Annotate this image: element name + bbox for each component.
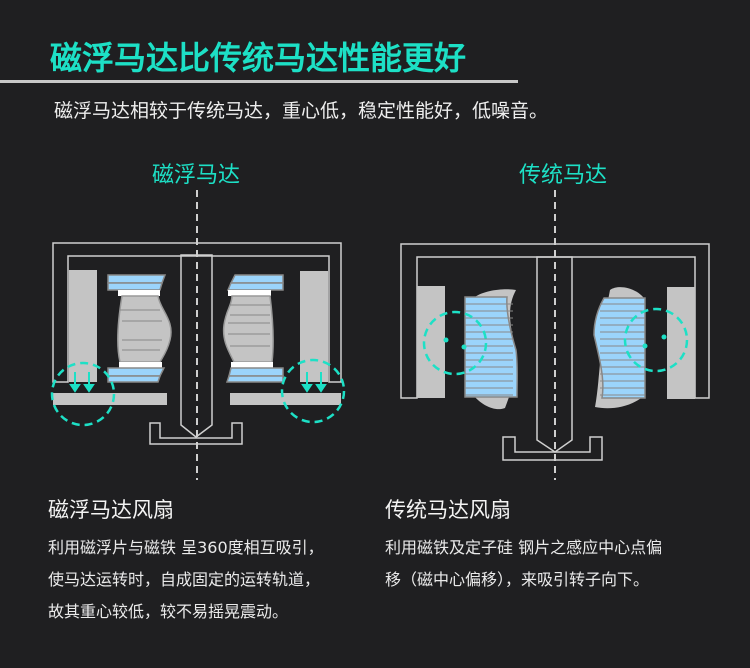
rotor-magnet-left — [107, 274, 172, 383]
maglev-motor-label: 磁浮马达 — [152, 163, 240, 188]
rotor-magnet-left — [464, 289, 518, 410]
maglev-plate-right — [230, 393, 341, 405]
maglev-plate-left — [53, 393, 167, 405]
stator-block-left — [417, 286, 445, 398]
traditional-motor-label: 传统马达 — [519, 163, 607, 188]
description-line: 故其重心较低，较不易摇晃震动。 — [48, 602, 289, 621]
stator-block-right — [667, 287, 695, 399]
title-underline — [0, 80, 518, 83]
highlight-circle-right — [623, 307, 689, 373]
attraction-arrows — [69, 372, 327, 393]
maglev-fan-description: 利用磁浮片与磁铁 呈360度相互吸引， 使马达运转时，自成固定的运转轨道， 故其… — [48, 532, 324, 628]
rotor-magnet-right — [593, 287, 646, 409]
traditional-fan-description: 利用磁铁及定子硅 钢片之感应中心点偏 移（磁中心偏移），来吸引转子向下。 — [385, 532, 662, 596]
highlight-circle-right — [280, 358, 346, 424]
description-line: 利用磁浮片与磁铁 呈360度相互吸引， — [48, 538, 324, 557]
description-line: 移（磁中心偏移），来吸引转子向下。 — [385, 570, 650, 589]
traditional-fan-heading: 传统马达风扇 — [385, 498, 511, 522]
description-line: 使马达运转时，自成固定的运转轨道， — [48, 570, 321, 589]
magnetic-center-points — [443, 334, 667, 350]
shaft — [180, 254, 213, 438]
maglev-motor-diagram — [50, 190, 346, 480]
description-line: 利用磁铁及定子硅 钢片之感应中心点偏 — [385, 538, 663, 557]
highlight-circle-left — [50, 361, 116, 427]
traditional-motor-diagram — [400, 190, 710, 480]
bearing-cup — [149, 422, 243, 445]
page-subtitle: 磁浮马达相较于传统马达，重心低，稳定性能好，低噪音。 — [54, 100, 549, 122]
stator-block-right — [300, 271, 328, 382]
maglev-fan-heading: 磁浮马达风扇 — [48, 498, 174, 522]
rotor-magnet-right — [222, 274, 284, 383]
highlight-circle-left — [422, 310, 488, 376]
shaft — [536, 256, 573, 453]
housing-frame — [52, 242, 342, 383]
bearing-cup — [502, 436, 603, 461]
page-title: 磁浮马达比传统马达性能更好 — [50, 39, 467, 77]
